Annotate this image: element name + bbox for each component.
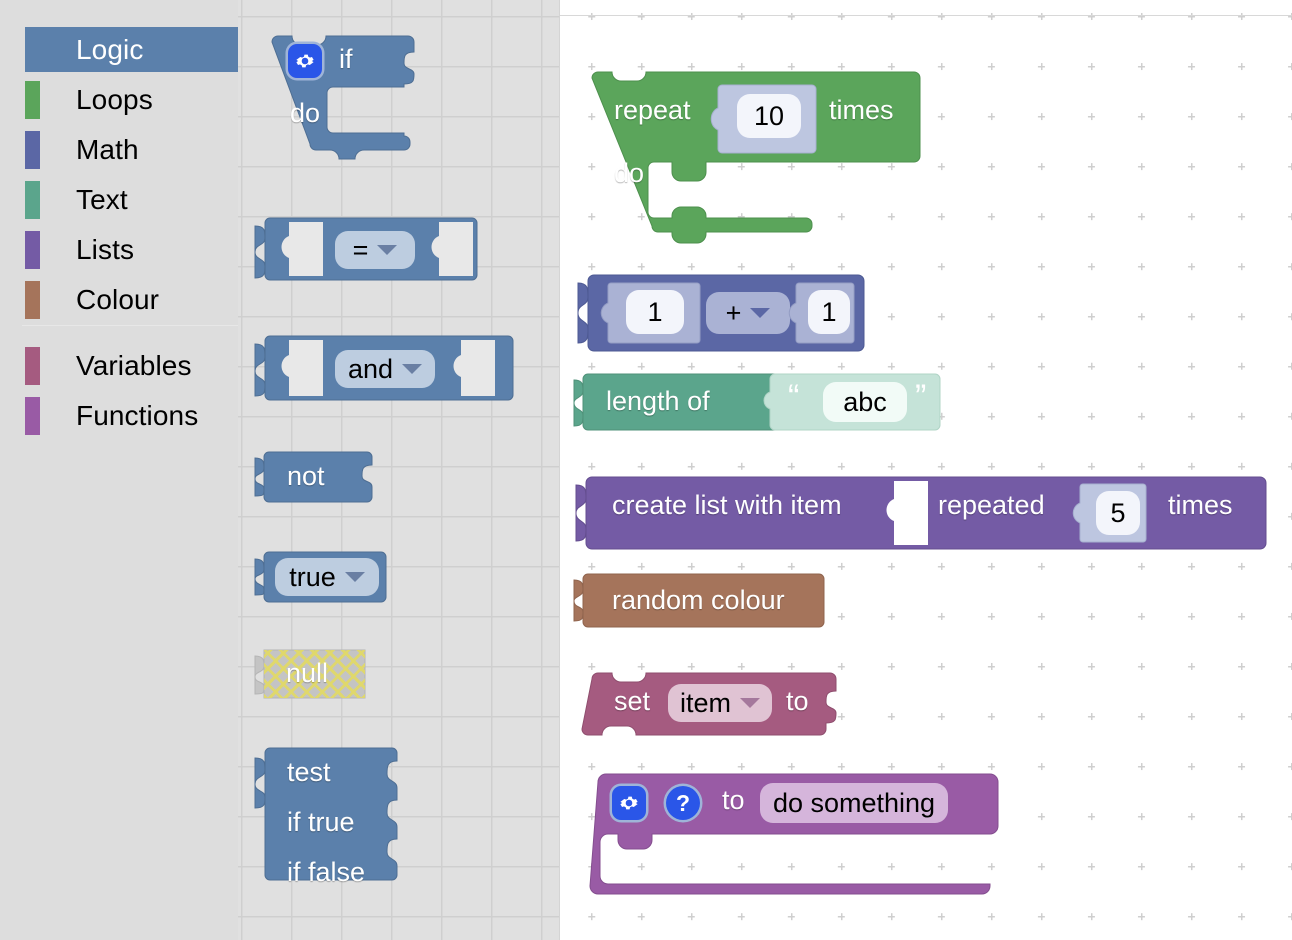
workspace-block-text-length[interactable]: length of “ abc ” <box>573 373 941 431</box>
workspace-block-variables-set[interactable]: set item to <box>581 672 837 736</box>
question-icon[interactable]: ? <box>666 786 700 820</box>
gear-icon[interactable] <box>288 44 322 78</box>
gear-icon[interactable] <box>612 786 646 820</box>
list-repeat-count-field[interactable]: 5 <box>1096 491 1140 535</box>
logic-operation-dropdown[interactable]: and <box>335 350 435 388</box>
category-colour-swatch <box>25 281 40 319</box>
flyout-right-edge <box>559 0 560 940</box>
repeat-times-field[interactable]: 10 <box>737 94 801 138</box>
sidebar-item-label: Text <box>76 184 128 215</box>
sidebar-item-label: Functions <box>76 400 199 431</box>
sidebar-item-lists[interactable]: Lists <box>0 225 238 275</box>
sidebar-item-text[interactable]: Text <box>0 175 238 225</box>
flyout-block-logic-null[interactable]: null <box>254 648 366 700</box>
workspace-top-divider <box>560 15 1292 16</box>
sidebar-item-functions[interactable]: Functions <box>0 391 238 441</box>
sidebar-item-label: Math <box>76 134 139 165</box>
variable-name-dropdown[interactable]: item <box>668 684 772 722</box>
sidebar-item-colour[interactable]: Colour <box>0 275 238 325</box>
chevron-down-icon <box>402 364 423 374</box>
flyout-block-logic-negate[interactable]: not <box>254 451 381 503</box>
gear-glyph <box>296 54 314 68</box>
workspace-block-lists-repeat[interactable]: create list with item repeated 5 times <box>575 476 1267 550</box>
sidebar-item-label: Logic <box>76 34 144 65</box>
category-colour-swatch <box>25 231 40 269</box>
comparison-operator-value: = <box>352 234 369 265</box>
workspace-block-procedure-definition[interactable]: ? to do something <box>589 773 999 895</box>
flyout-block-logic-ternary[interactable]: test if true if false <box>254 747 407 900</box>
boolean-value: true <box>289 561 336 592</box>
chevron-down-icon <box>750 308 771 318</box>
math-right-operand-field[interactable]: 1 <box>808 290 850 334</box>
workspace-block-colour-random[interactable]: random colour <box>573 573 825 628</box>
toolbox-separator <box>22 325 238 326</box>
sidebar-item-label: Loops <box>76 84 153 115</box>
chevron-down-icon <box>344 572 365 582</box>
math-operator-dropdown[interactable]: + <box>706 292 790 334</box>
workspace-block-math-arithmetic[interactable]: 1 + 1 <box>577 274 865 352</box>
math-operator-value: + <box>725 297 742 328</box>
boolean-value-dropdown[interactable]: true <box>275 558 379 596</box>
selection-highlight <box>25 27 238 72</box>
comparison-operator-dropdown[interactable]: = <box>335 231 415 269</box>
flyout-block-controls-if[interactable]: if do <box>271 35 415 160</box>
flyout-block-logic-operation[interactable]: and <box>254 335 514 401</box>
text-value-field[interactable]: abc <box>823 382 907 422</box>
gear-glyph <box>620 796 638 810</box>
category-colour-swatch <box>25 81 40 119</box>
sidebar-item-label: Lists <box>76 234 135 265</box>
sidebar-item-variables[interactable]: Variables <box>0 341 238 391</box>
chevron-down-icon <box>377 245 398 255</box>
category-colour-swatch <box>25 397 40 435</box>
procedure-name-field[interactable]: do something <box>760 783 948 823</box>
sidebar-item-math[interactable]: Math <box>0 125 238 175</box>
category-colour-swatch <box>25 131 40 169</box>
chevron-down-icon <box>740 698 760 708</box>
category-colour-swatch <box>25 347 40 385</box>
category-colour-swatch <box>25 181 40 219</box>
sidebar-item-loops[interactable]: Loops <box>0 75 238 125</box>
sidebar-item-label: Variables <box>76 350 192 381</box>
sidebar-item-logic[interactable]: Logic <box>0 25 238 75</box>
logic-operation-value: and <box>347 353 394 384</box>
flyout-block-logic-boolean[interactable]: true <box>254 551 395 603</box>
flyout-block-logic-compare[interactable]: = <box>254 217 478 281</box>
variable-name-value: item <box>679 687 731 718</box>
workspace-block-controls-repeat[interactable]: repeat 10 times do <box>591 71 932 244</box>
toolbox-tree[interactable]: Logic Loops Math Text Lists Colour Varia… <box>0 0 238 940</box>
math-left-operand-field[interactable]: 1 <box>626 290 684 334</box>
sidebar-item-label: Colour <box>76 284 160 315</box>
